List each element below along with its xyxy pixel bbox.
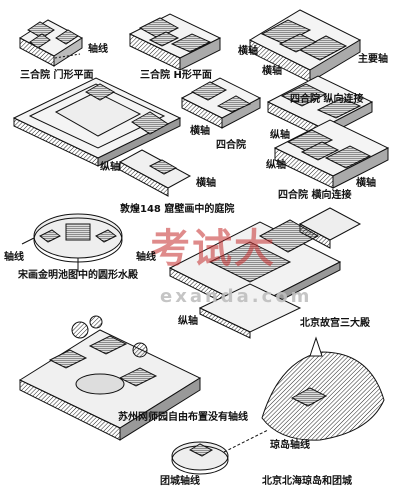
label-beijing-gugong: 北京故宫三大殿 (300, 318, 370, 329)
label-hengzhou-5: 横轴 (356, 178, 376, 189)
watermark-url: exanda.com (160, 286, 313, 307)
forbidden-city-complex (168, 207, 362, 339)
label-tuancheng: 团城轴线 (160, 476, 200, 487)
label-sanheyuan-men: 三合院 门形平面 (20, 70, 94, 81)
label-dunhuang: 敦煌148 窟壁画中的庭院 (120, 204, 235, 215)
siheyuan-vertical-2 (266, 75, 374, 139)
label-zongzhou-2: 纵轴 (266, 160, 286, 171)
qiongdao-island (261, 336, 385, 441)
label-suzhou: 苏州网师园自由布置没有轴线 (118, 412, 248, 423)
label-zongzhou-3: 纵轴 (100, 162, 120, 173)
sanheyuan-h-plan (128, 13, 222, 71)
siheyuan-vertical (248, 9, 362, 83)
suzhou-garden (18, 315, 202, 441)
label-zongzhou-4: 纵轴 (178, 316, 198, 327)
label-axis-top: 轴线 (88, 44, 108, 55)
label-hengzhou-3: 横轴 (190, 126, 210, 137)
label-axis-mid: 轴线 (136, 252, 156, 263)
sanheyuan-men-plan (19, 19, 83, 67)
siheyuan-horizontal (273, 119, 390, 189)
label-zhuyao-zhou: 主要轴 (358, 54, 388, 65)
label-circular-water-palace: 宋画金明池图中的圆形水殿 (18, 270, 138, 281)
label-sanheyuan-h: 三合院 H形平面 (140, 70, 212, 81)
label-hengzhou-2: 横轴 (262, 66, 282, 77)
label-beihai: 北京北海琼岛和团城 (262, 476, 352, 487)
label-siheyuan-horizontal: 四合院 横向连接 (278, 190, 352, 201)
label-hengzhou-4: 横轴 (196, 178, 216, 189)
label-siheyuan: 四合院 (216, 140, 246, 151)
tuancheng (171, 429, 269, 475)
label-zongzhou-1: 纵轴 (270, 130, 290, 141)
circular-water-palace (21, 213, 123, 272)
label-qiongdao: 琼岛轴线 (270, 440, 310, 451)
label-axis-left: 轴线 (4, 252, 24, 263)
watermark-logo: 考试大 (150, 226, 276, 272)
axis-line-1 (54, 53, 81, 59)
dunhuang-courtyard (12, 77, 192, 197)
label-siheyuan-vertical: 四合院 纵向连接 (290, 94, 364, 105)
siheyuan-center (180, 77, 262, 129)
label-hengzhou-1: 横轴 (238, 46, 258, 57)
